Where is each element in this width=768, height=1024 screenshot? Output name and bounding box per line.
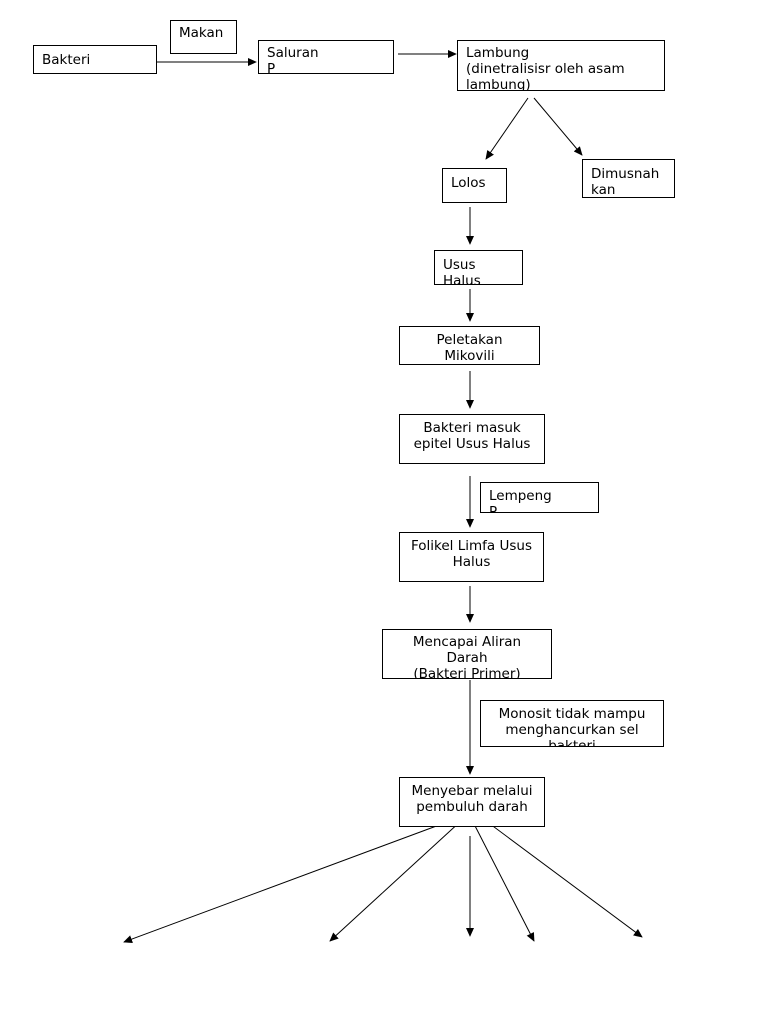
node-bakteri-masuk-label: Bakteri masuk epitel Usus Halus: [413, 420, 531, 452]
arrow-spread-1: [123, 817, 459, 943]
arrow-lambung-to-lolos: [485, 97, 529, 160]
node-peletakan-label: Peletakan Mikovili: [436, 332, 503, 364]
node-bakteri-label: Bakteri: [42, 52, 91, 68]
arrow-lambung-to-dimusnahkan: [533, 97, 583, 156]
node-menyebar-label: Menyebar melalui pembuluh darah: [411, 783, 533, 815]
node-saluran-label: Saluran P: [267, 45, 319, 74]
node-dimusnahkan-label: Dimusnah kan: [591, 166, 660, 198]
node-mencapai: Mencapai Aliran Darah (Bakteri Primer): [382, 629, 552, 679]
node-lempeng: Lempeng P: [480, 482, 599, 513]
node-menyebar: Menyebar melalui pembuluh darah: [399, 777, 545, 827]
node-monosit: Monosit tidak mampu menghancurkan sel ba…: [480, 700, 664, 747]
node-lambung-label: Lambung (dinetralisisr oleh asam lambung…: [466, 45, 625, 91]
node-usus-halus-label: Usus Halus: [443, 257, 481, 285]
node-folikel: Folikel Limfa Usus Halus: [399, 532, 544, 582]
node-saluran: Saluran P: [258, 40, 394, 74]
node-monosit-label: Monosit tidak mampu menghancurkan sel ba…: [498, 706, 646, 747]
node-folikel-label: Folikel Limfa Usus Halus: [411, 538, 532, 570]
node-bakteri: Bakteri: [33, 45, 157, 74]
node-makan-label: Makan: [179, 25, 224, 41]
arrow-spread-5: [477, 814, 643, 938]
node-peletakan: Peletakan Mikovili: [399, 326, 540, 365]
arrow-spread-4: [471, 819, 535, 942]
node-lolos-label: Lolos: [451, 175, 486, 191]
node-lambung: Lambung (dinetralisisr oleh asam lambung…: [457, 40, 665, 91]
node-dimusnahkan: Dimusnah kan: [582, 159, 675, 198]
arrow-spread-2: [329, 819, 463, 942]
node-lempeng-label: Lempeng P: [489, 488, 552, 513]
node-usus-halus: Usus Halus: [434, 250, 523, 285]
node-makan: Makan: [170, 20, 237, 54]
node-lolos: Lolos: [442, 168, 507, 203]
node-bakteri-masuk: Bakteri masuk epitel Usus Halus: [399, 414, 545, 464]
node-mencapai-label: Mencapai Aliran Darah (Bakteri Primer): [412, 634, 522, 679]
